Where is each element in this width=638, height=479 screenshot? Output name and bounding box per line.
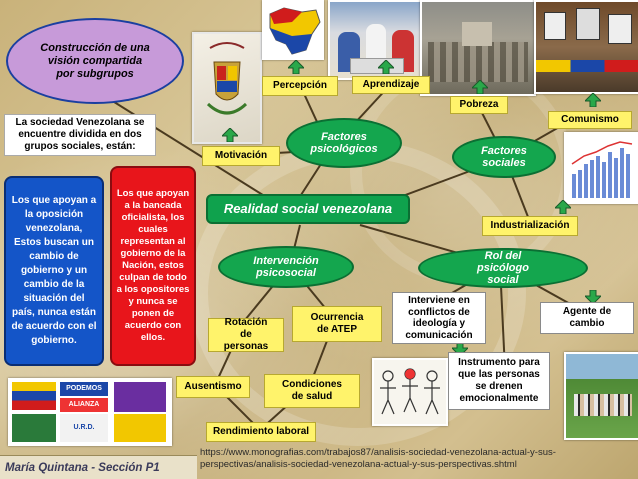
node-motivacion: Motivación bbox=[202, 146, 280, 166]
arrow-up-icon bbox=[555, 200, 571, 214]
node-condiciones-salud: Condiciones de salud bbox=[264, 374, 360, 408]
node-ocurrencia: Ocurrencia de ATEP bbox=[292, 306, 382, 342]
source-url[interactable]: https://www.monografias.com/trabajos87/a… bbox=[200, 447, 620, 471]
author-label: María Quintana - Sección P1 bbox=[0, 455, 197, 479]
arrow-up-icon bbox=[222, 128, 238, 142]
node-pobreza: Pobreza bbox=[450, 96, 508, 114]
node-comunismo: Comunismo bbox=[548, 111, 632, 129]
node-sociedad-dividida: La sociedad Venezolana se encuentre divi… bbox=[4, 114, 156, 156]
map-image bbox=[262, 0, 324, 60]
national-seal-icon bbox=[194, 34, 260, 142]
node-industrializacion: Industrialización bbox=[482, 216, 578, 236]
arrow-up-icon bbox=[378, 60, 394, 74]
alianza-logo: ALIANZA bbox=[60, 398, 108, 412]
node-ausentismo: Ausentismo bbox=[176, 376, 250, 398]
node-agente-cambio: Agente de cambio bbox=[540, 302, 634, 334]
outdoor-group-image bbox=[564, 352, 638, 440]
podemos-logo: PODEMOS bbox=[60, 382, 108, 396]
node-conflictos: Interviene en conflictos de ideología y … bbox=[392, 292, 486, 344]
bar-chart-icon bbox=[566, 134, 638, 202]
node-rendimiento: Rendimiento laboral bbox=[206, 422, 316, 442]
group-sketch-image bbox=[372, 358, 448, 426]
urd-logo: U.R.D. bbox=[60, 414, 108, 442]
classroom-image bbox=[328, 0, 424, 80]
arrow-up-icon bbox=[288, 60, 304, 74]
node-rol-psicologo: Rol del psicólogo social bbox=[418, 248, 588, 288]
arrow-up-icon bbox=[472, 80, 488, 94]
venezuela-map-icon bbox=[262, 0, 324, 60]
people-sketch-icon bbox=[374, 360, 446, 424]
node-percepcion: Percepción bbox=[262, 76, 338, 96]
node-instrumento: Instrumento para que las personas se dre… bbox=[448, 352, 550, 410]
arrow-up-icon bbox=[585, 93, 601, 107]
party-logos-image: PODEMOS ALIANZA U.R.D. bbox=[8, 378, 172, 446]
node-realidad-social: Realidad social venezolana bbox=[206, 194, 410, 224]
node-intervencion-psicosocial: Intervención psicosocial bbox=[218, 246, 354, 288]
node-vision-compartida: Construcción de una visión compartida po… bbox=[6, 18, 184, 104]
protest-image bbox=[534, 0, 638, 94]
node-factores-psicologicos: Factores psicológicos bbox=[286, 118, 402, 168]
node-aprendizaje: Aprendizaje bbox=[352, 76, 430, 94]
node-rotacion: Rotación de personas bbox=[208, 318, 284, 352]
node-opositores: Los que apoyan a la oposición venezolana… bbox=[4, 176, 104, 366]
node-oficialistas: Los que apoyan a la bancada oficialista,… bbox=[110, 166, 196, 366]
node-factores-sociales: Factores sociales bbox=[452, 136, 556, 178]
industry-chart-image bbox=[564, 132, 638, 204]
